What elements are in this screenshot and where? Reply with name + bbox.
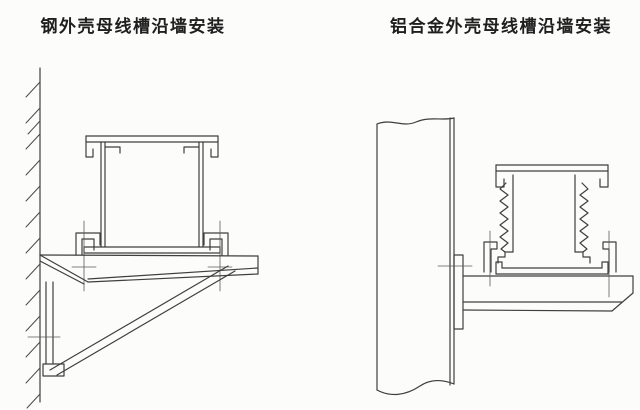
- cover-left-hook: [495, 170, 505, 188]
- bolt-center-lines: [489, 230, 610, 298]
- bracket-vertical-strut: [27, 281, 65, 377]
- duct-bottom-plate: [495, 261, 609, 275]
- cover-right-hook: [210, 135, 219, 158]
- cover-right-hook: [599, 170, 609, 188]
- duct-cover: [85, 135, 219, 158]
- left-clamp-inner: [81, 238, 95, 256]
- right-inner-flange: [183, 146, 200, 154]
- hold-down-clamps: [75, 232, 229, 256]
- wall-bracket: [27, 254, 259, 377]
- duct-bottom-plate: [83, 246, 221, 254]
- cover-left-hook: [85, 135, 94, 158]
- column-bottom-break-line: [376, 379, 455, 396]
- left-clamp-outer: [75, 232, 101, 256]
- wall: [25, 67, 41, 409]
- right-wall-bottom-hook: [574, 251, 591, 264]
- aluminum-busway-title: 铝合金外壳母线槽沿墙安装: [390, 17, 612, 36]
- strut-foot: [42, 363, 65, 377]
- column-top-break-line: [376, 117, 455, 125]
- left-clamp: [483, 241, 498, 273]
- mounting-plate: [453, 254, 464, 330]
- wall-hatching: [25, 81, 41, 409]
- right-clamp-inner: [209, 238, 223, 256]
- aluminum-duct: [495, 164, 609, 275]
- right-clamp-outer: [203, 232, 229, 256]
- left-inner-flange: [104, 146, 121, 154]
- steel-busway-title: 钢外壳母线槽沿墙安装: [40, 17, 226, 36]
- right-wall-fins: [579, 182, 589, 253]
- duct-side-walls: [100, 141, 204, 248]
- left-wall-bottom-hook: [497, 251, 514, 264]
- bracket-arm: [462, 275, 634, 312]
- bracket-shelf: [39, 254, 259, 285]
- steel-busway-diagram: [25, 67, 259, 409]
- left-wall-fins: [499, 182, 509, 253]
- aluminum-busway-diagram: [376, 117, 634, 396]
- cantilever-bracket: [437, 254, 634, 330]
- finned-side-walls: [497, 174, 591, 264]
- column: [376, 117, 455, 396]
- plate-right-lip: [601, 261, 609, 275]
- knee-brace: [49, 265, 236, 376]
- right-clamp: [602, 241, 617, 273]
- duct-cover: [495, 164, 609, 188]
- steel-duct: [83, 135, 221, 254]
- plate-left-lip: [495, 261, 503, 275]
